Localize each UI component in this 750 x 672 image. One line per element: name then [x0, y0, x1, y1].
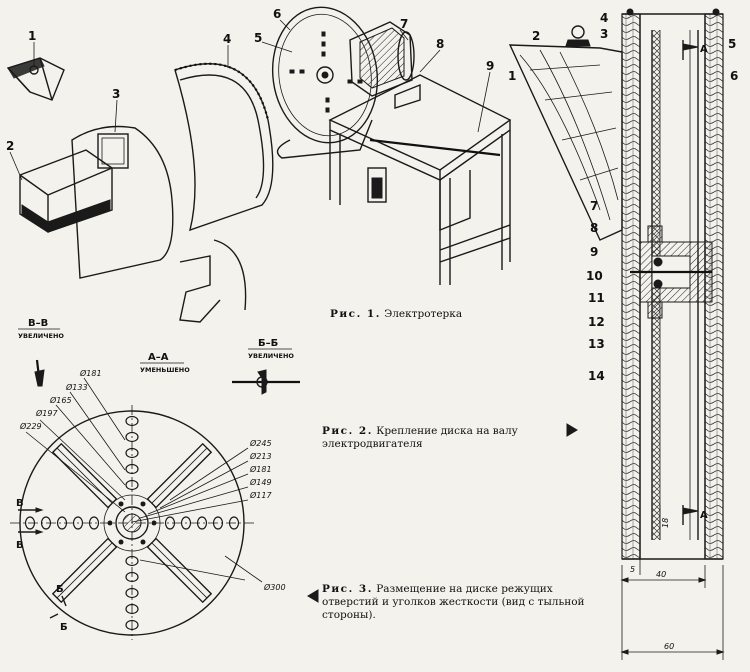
fig1-label-7: 7 [400, 17, 408, 31]
fig1-label-4: 4 [223, 32, 231, 46]
fig2-label-3: 3 [600, 27, 608, 41]
fig1-label-9: 9 [486, 59, 494, 73]
fig1-label-2: 2 [6, 139, 14, 153]
dia-left-3: Ø165 [49, 395, 72, 405]
cutting-holes-bottom [125, 555, 139, 631]
fig2-label-11: 11 [588, 291, 605, 305]
hub-bolt [118, 539, 124, 545]
dia-right-3: Ø181 [249, 464, 272, 474]
figure3-disk [10, 377, 263, 640]
figure1-caption: Рис. 1. Электротерка [330, 308, 530, 321]
hub-bolt [140, 501, 146, 507]
angle-bar [146, 442, 213, 509]
fig1-label-1: 1 [28, 29, 36, 43]
marker-v-top: В [16, 498, 24, 509]
fig2-label-6: 6 [730, 69, 738, 83]
fig2-label-4: 4 [600, 11, 608, 25]
figure2-section [508, 8, 725, 660]
figure1-caption-lead: Рис. 1. [330, 308, 381, 320]
fig2-dim-40: 40 [656, 570, 666, 579]
section-bb-title: Б–Б [258, 338, 278, 349]
angle-bar [51, 537, 118, 604]
marker-v-bottom: В [16, 540, 24, 551]
fig2-label-8: 8 [590, 221, 598, 235]
figure2-caption-lead: Рис. 2. [322, 425, 373, 437]
part-4-band-housing [174, 45, 274, 232]
part-3-housing-front [71, 99, 174, 279]
section-vv-subtitle: УВЕЛИЧЕНО [18, 332, 64, 340]
dia-outer: Ø300 [263, 582, 286, 592]
dia-right-2: Ø213 [249, 451, 272, 461]
section-vv-sketch [34, 359, 45, 387]
marker-b-top: Б [56, 584, 64, 595]
dia-left-5: Ø229 [19, 421, 42, 431]
figure3-caption: Рис. 3. Размещение на диске режущих отве… [322, 583, 598, 622]
stiffening-angles [51, 442, 213, 604]
fig2-label-1: 1 [508, 69, 516, 83]
part-1-hopper [6, 42, 65, 101]
fig2-label-12: 12 [588, 315, 605, 329]
section-vv-title: В–В [28, 318, 48, 329]
fig2-dim-18: 18 [661, 518, 670, 528]
fig2-label-9: 9 [590, 245, 598, 259]
dia-right-5: Ø117 [249, 490, 272, 500]
figure1-caption-text: Электротерка [384, 308, 463, 320]
caption-arrow-right [566, 423, 578, 437]
fig2-dim-5: 5 [630, 565, 635, 574]
fig2-section-marker-top: А [700, 44, 708, 55]
fig1-label-8: 8 [436, 37, 444, 51]
dia-left-4: Ø197 [35, 408, 58, 418]
part-7-motor [349, 21, 415, 97]
fig2-section-marker-bottom: А [700, 510, 708, 521]
figure3-caption-text: Размещение на диске режущих отверстий и … [322, 583, 585, 621]
dia-right-4: Ø149 [249, 477, 272, 487]
part-6-disk-housing [261, 6, 379, 159]
fig2-label-7: 7 [590, 199, 598, 213]
figure2-caption-text: Крепление диска на валу электродвигателя [322, 425, 518, 450]
dia-left-1: Ø181 [79, 368, 102, 378]
section-bb-sketch [232, 369, 300, 395]
marker-b-bottom: Б [60, 622, 68, 633]
angle-bar [51, 442, 118, 509]
fig2-dim-60: 60 [664, 642, 674, 651]
caption-arrow-left [307, 589, 319, 603]
detail-angle-brackets [179, 167, 387, 323]
fig2-label-2: 2 [532, 29, 540, 43]
part-8-table [328, 49, 512, 285]
hub-bolt [107, 520, 113, 526]
fig2-label-14: 14 [588, 369, 605, 383]
dia-right-1: Ø245 [249, 438, 272, 448]
hub-bolt [140, 539, 146, 545]
fig1-label-5: 5 [254, 31, 262, 45]
fig1-label-3: 3 [112, 87, 120, 101]
fig1-label-6: 6 [273, 7, 281, 21]
dia-left-2: Ø133 [65, 382, 88, 392]
angle-bar [146, 537, 213, 604]
figure1-assembly [6, 6, 512, 323]
section-bb-subtitle: УВЕЛИЧЕНО [248, 352, 294, 360]
hub-bolt [118, 501, 124, 507]
figure2-caption: Рис. 2. Крепление диска на валу электрод… [322, 425, 568, 451]
section-aa-subtitle: УМЕНЬШЕНО [140, 366, 190, 374]
part-2-tray [9, 149, 113, 233]
figure3-caption-lead: Рис. 3. [322, 583, 373, 595]
fig2-label-10: 10 [586, 269, 603, 283]
hopper-wedge [508, 44, 623, 241]
section-aa-title: А–А [148, 352, 169, 363]
left-wall [621, 13, 641, 560]
fig2-label-5: 5 [728, 37, 736, 51]
fig2-label-13: 13 [588, 337, 605, 351]
